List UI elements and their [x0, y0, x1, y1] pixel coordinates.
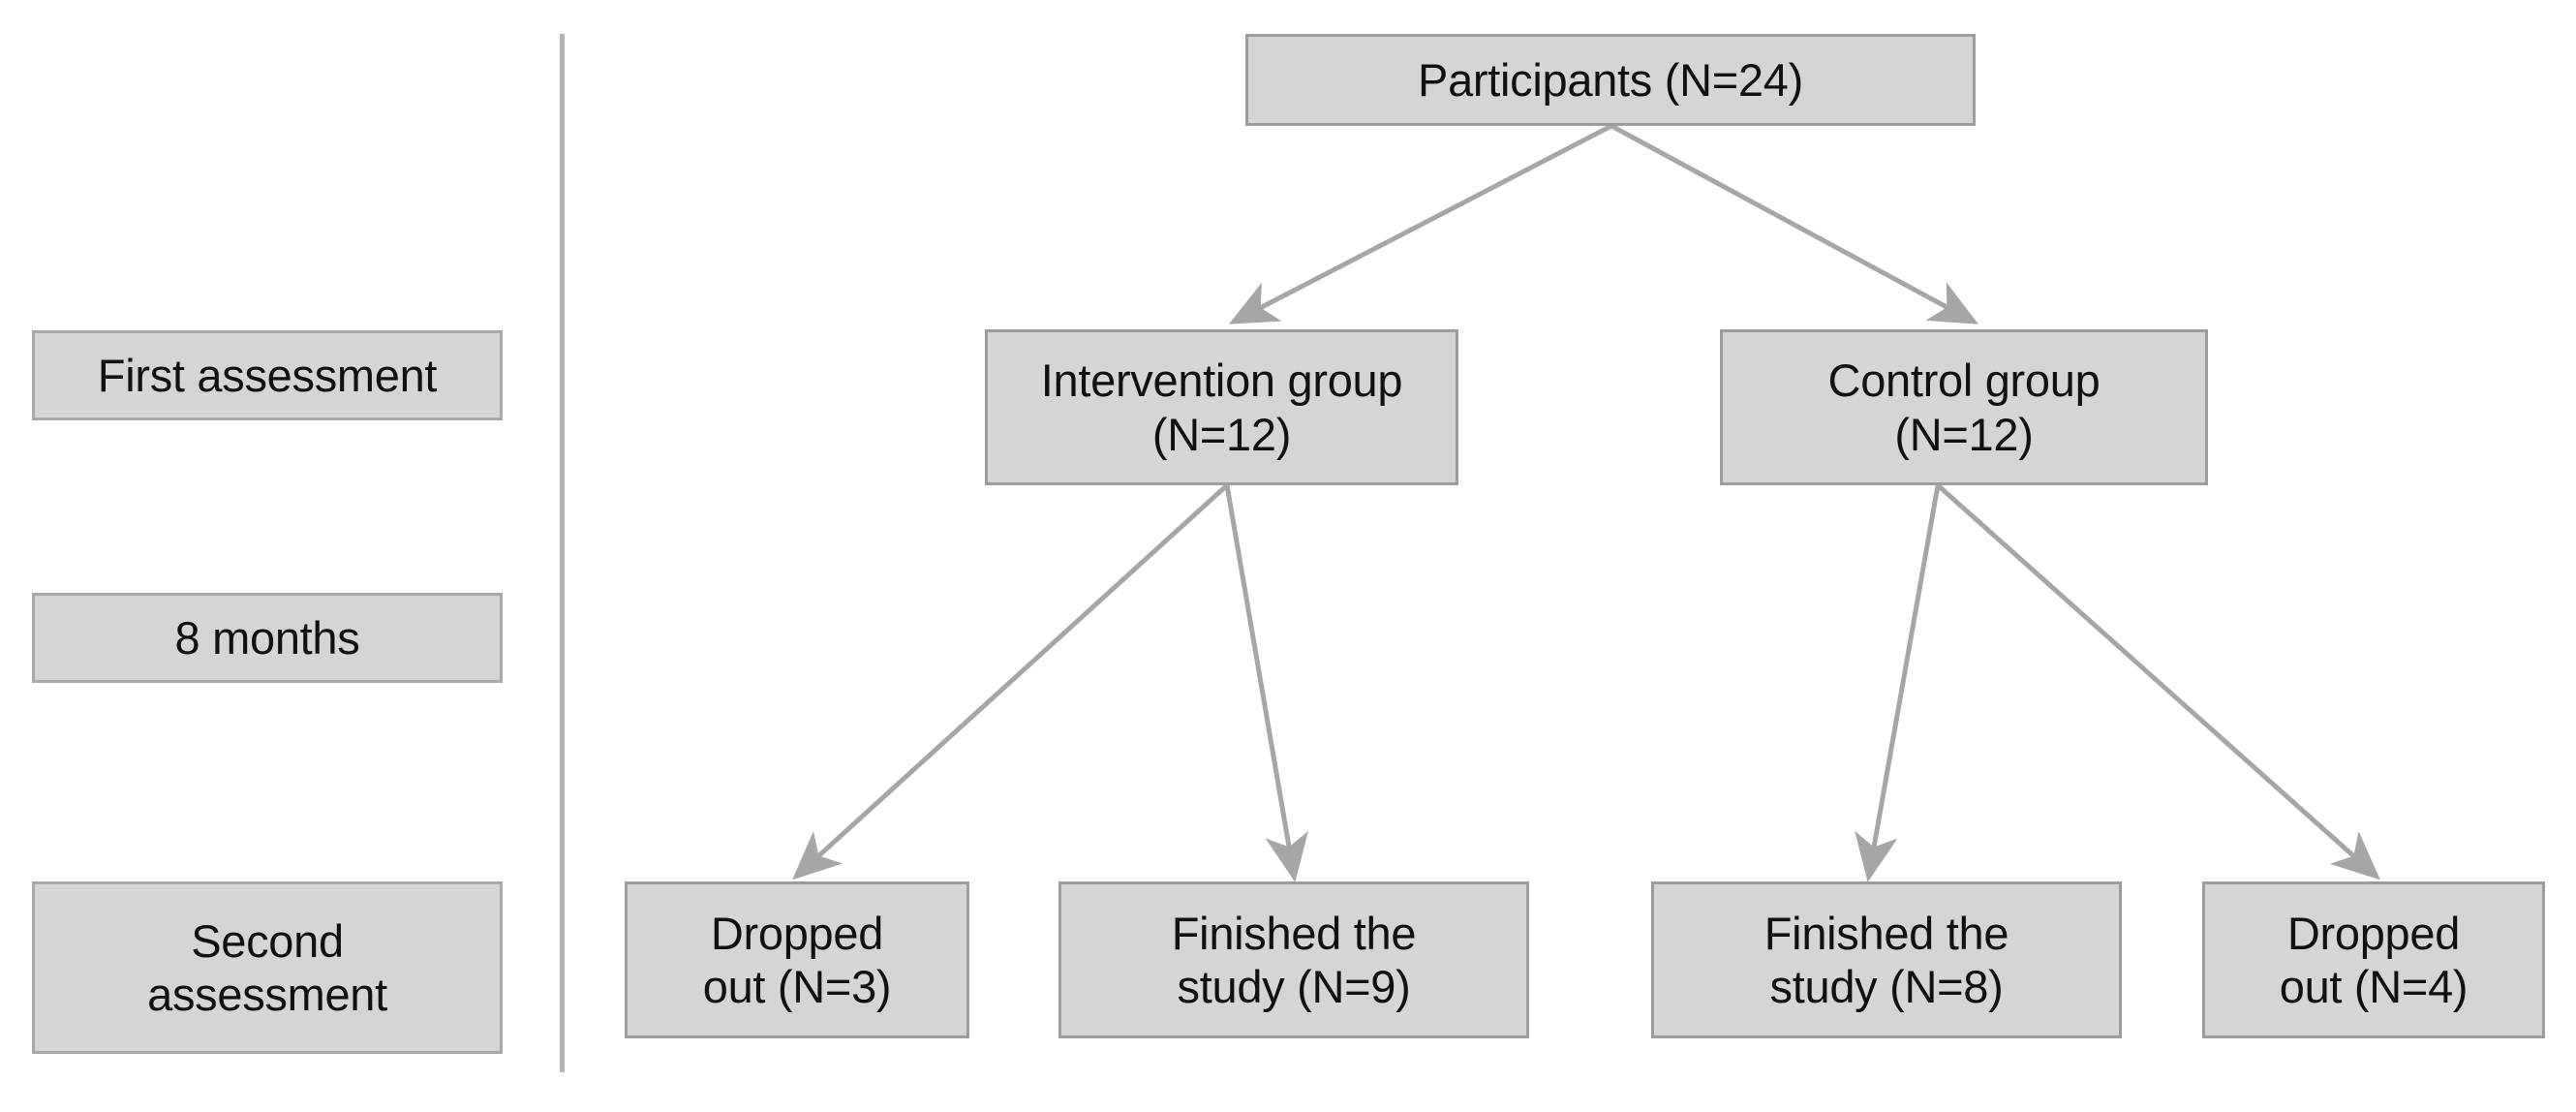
- node-intervention-dropped-out: Dropped out (N=3): [625, 881, 969, 1038]
- node-control-dropped-out: Dropped out (N=4): [2202, 881, 2545, 1038]
- node-intervention-group: Intervention group (N=12): [985, 329, 1458, 485]
- node-intervention-finished-study: Finished the study (N=9): [1058, 881, 1529, 1038]
- node-control-finished-study: Finished the study (N=8): [1651, 881, 2122, 1038]
- vertical-divider: [560, 34, 565, 1072]
- stage-label-eight-months: 8 months: [32, 593, 503, 683]
- stage-label-second-assessment: Second assessment: [32, 881, 503, 1054]
- stage-label-first-assessment: First assessment: [32, 330, 503, 420]
- edge-intervention-to-dropped: [792, 483, 1229, 880]
- edge-control-to-dropped: [1936, 483, 2380, 880]
- edge-intervention-to-finished: [1224, 484, 1309, 882]
- edge-participants-to-control: [1610, 123, 1979, 324]
- edge-control-to-finished: [1855, 484, 1941, 882]
- edge-participants-to-intervention: [1228, 123, 1613, 324]
- node-control-group: Control group (N=12): [1720, 329, 2208, 485]
- node-participants: Participants (N=24): [1245, 34, 1976, 126]
